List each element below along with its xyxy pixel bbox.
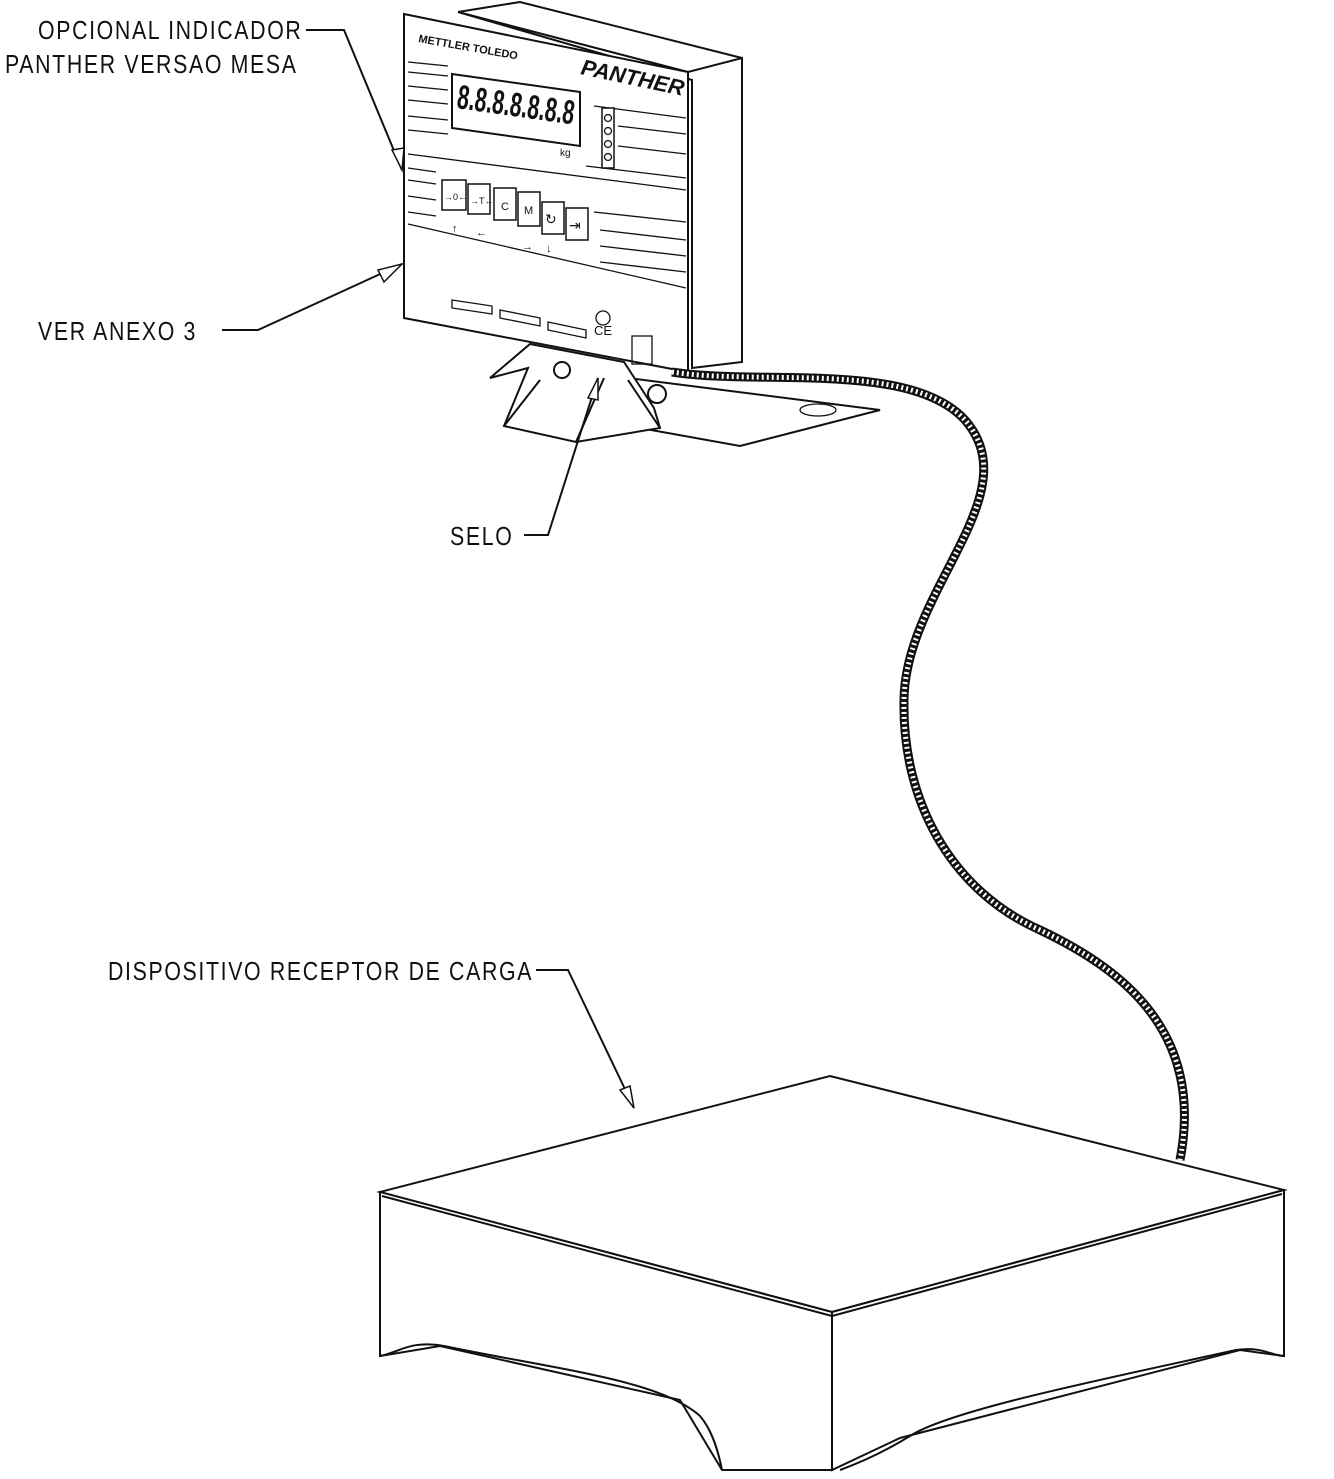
status-led-strip (601, 107, 615, 169)
lock-bolt (647, 384, 667, 404)
connector-port (451, 299, 493, 315)
mounting-slot (799, 403, 837, 417)
cable-texture (671, 369, 1187, 1161)
key-memory (517, 191, 541, 227)
print-icon: ⇥ (569, 217, 581, 233)
status-led (603, 139, 613, 149)
arrowhead-receptor (618, 1084, 635, 1109)
key-clear (493, 187, 517, 221)
arrowhead-seal (586, 377, 599, 401)
arrow-up-icon: ↑ (452, 223, 458, 235)
arrow-left-icon: ← (476, 227, 487, 239)
leader-receptor (536, 969, 635, 1109)
status-led (603, 113, 613, 123)
leader-indicator (306, 29, 403, 171)
key-cycle (541, 201, 565, 235)
leader-annex (222, 263, 403, 331)
connector-port (547, 321, 587, 339)
label-load-receptor: DISPOSITIVO RECEPTOR DE CARGA (108, 956, 534, 986)
label-indicator-line2: PANTHER VERSAO MESA (5, 49, 298, 79)
display-unit: kg (560, 148, 571, 159)
load-cell-cable (671, 367, 1189, 1161)
key-clear-label: C (501, 201, 509, 213)
ce-mark: CE (594, 323, 612, 338)
keypad: →0← →T← C M ↻ ⇥ ↑ ← → ↓ (441, 179, 589, 255)
label-seal: SELO (450, 521, 514, 551)
approval-mark-icon (595, 310, 611, 326)
platform-left-arch (379, 1343, 723, 1471)
leader-seal (524, 377, 599, 536)
key-memory-label: M (524, 205, 533, 217)
arrow-down-icon: ↓ (546, 243, 552, 255)
arrow-right-icon: → (522, 241, 533, 253)
connector-port (499, 309, 541, 327)
platform-scale (376, 1074, 1288, 1472)
key-print (565, 207, 589, 241)
table-stand (489, 342, 881, 448)
data-plate (631, 335, 653, 365)
adjust-knob (553, 361, 571, 379)
cycle-icon: ↻ (545, 211, 557, 227)
arrowhead-annex (376, 262, 405, 284)
key-zero-label: →0← (444, 192, 467, 202)
arrowhead-indicator (390, 147, 405, 173)
key-zero (441, 179, 467, 211)
stand-base-plate (626, 376, 881, 448)
label-indicator-line1: OPCIONAL INDICADOR (38, 15, 303, 45)
display-window (451, 72, 581, 148)
panther-indicator: METTLER TOLEDO PANTHER 8.8.8.8.8.8.8 kg … (403, 0, 743, 374)
rear-connectors (451, 299, 587, 339)
platform-right-arch (839, 1348, 1285, 1471)
key-tare-label: →T← (470, 196, 494, 206)
status-led (603, 126, 613, 136)
status-led (603, 152, 613, 162)
leader-lines (222, 29, 635, 1109)
indicator-top-edge (457, 0, 743, 59)
key-tare (467, 183, 491, 215)
label-annex: VER ANEXO 3 (38, 316, 198, 346)
